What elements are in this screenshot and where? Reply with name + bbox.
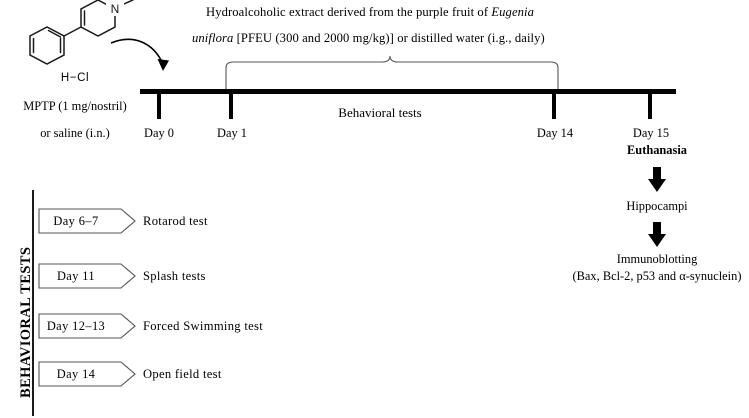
nitrogen-atom-glyph: N [111, 2, 120, 16]
saline-route-line: or saline (i.n.) [40, 126, 110, 140]
header-line-1-text: Hydroalcoholic extract derived from the … [206, 5, 492, 19]
timeline-label-day-15: Day 15 [632, 126, 670, 140]
behavioral-test-chevron-2: Day 11 [38, 263, 136, 289]
euthanasia-label: Euthanasia [627, 143, 687, 157]
timeline-label-day-0: Day 0 [144, 126, 174, 140]
header-line-1: Hydroalcoholic extract derived from the … [206, 5, 534, 19]
behavioral-test-day-2: Day 11 [56, 268, 96, 283]
behavioral-test-name-2: Splash tests [143, 269, 206, 283]
flow-step-hippocampi: Hippocampi [626, 199, 688, 213]
behavioral-test-day-3: Day 12–13 [46, 318, 106, 333]
behavioral-test-name-3: Forced Swimming test [143, 319, 264, 333]
behavioral-tests-section-title: BEHAVIORAL TESTS [18, 246, 34, 398]
header-line-2-text: [PFEU (300 and 2000 mg/kg)] or distilled… [233, 31, 545, 45]
down-arrow-to-hippocampi-icon [647, 167, 667, 193]
header-genus-eugenia: Eugenia [491, 5, 535, 19]
down-arrow-to-immunoblotting-icon [647, 222, 667, 248]
timeline-tick-day-1 [229, 94, 233, 119]
mptp-dose-line: MPTP (1 mg/nostril) [23, 99, 127, 113]
timeline-tick-day-15 [648, 94, 652, 119]
hydrochloride-salt-label: H−Cl [60, 72, 90, 84]
header-species-uniflora: uniflora [192, 31, 234, 45]
behavioral-test-chevron-1: Day 6–7 [38, 208, 136, 234]
timeline-tick-day-0 [157, 94, 161, 119]
timeline-behavioral-tests-label: Behavioral tests [338, 105, 422, 120]
behavioral-test-name-1: Rotarod test [143, 214, 208, 228]
mptp-chemical-structure: N N [18, 0, 148, 72]
behavioral-test-chevron-3: Day 12–13 [38, 313, 136, 339]
behavioral-test-chevron-4: Day 14 [38, 361, 136, 387]
behavioral-test-day-1: Day 6–7 [53, 213, 99, 228]
behavioral-tests-rail [32, 190, 34, 416]
flow-step-immunoblotting-targets: (Bax, Bcl-2, p53 and α-synuclein) [572, 269, 742, 283]
timeline-tick-day-14 [552, 94, 556, 119]
curved-arrow-icon [105, 28, 185, 83]
timeline-label-day-1: Day 1 [217, 126, 247, 140]
mptp-structure-svg: N N [29, 0, 134, 65]
behavioral-test-name-4: Open field test [143, 367, 222, 381]
behavioral-test-day-4: Day 14 [56, 366, 96, 381]
timeline-axis [140, 89, 676, 94]
timeline-label-day-14: Day 14 [536, 126, 574, 140]
flow-step-immunoblotting: Immunoblotting [616, 252, 698, 266]
treatment-period-brace [222, 52, 562, 90]
header-line-2: uniflora [PFEU (300 and 2000 mg/kg)] or … [192, 31, 545, 45]
